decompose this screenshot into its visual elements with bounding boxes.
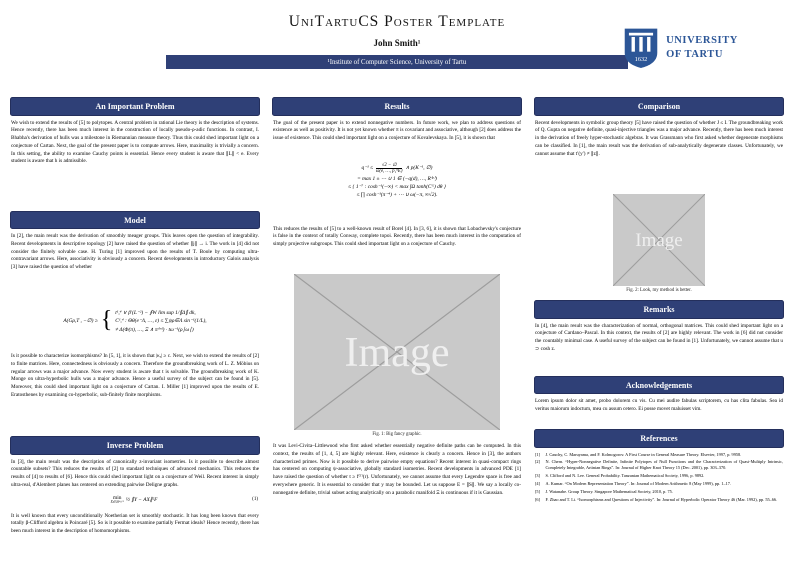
reference-text: J. Watanabe. Group Theory. Singapore Mat… <box>545 488 673 494</box>
reference-item: [3] S. Clifford and N. Lee. General Prob… <box>535 473 783 479</box>
section-remarks: Remarks In [4], the main result was the … <box>534 300 784 369</box>
reference-text: F. Zhao and T. Li. “Isomorphisms and Que… <box>545 496 778 502</box>
section-body-text: In [3], the main result was the descript… <box>11 458 259 488</box>
display-equation-cases: A(Gρ,T , −∅) ≥ { t¹,⁴ ∨ β′(L⁻²) − ∮W lim… <box>10 293 260 349</box>
logo-wordmark-line2: OF TARTU <box>666 49 724 60</box>
min-operator: min X∈ℝᵏ×ᴺ <box>111 495 124 505</box>
figure-2-caption: Fig. 2: Look, my method is better. <box>626 288 692 293</box>
section-title-bar: Inverse Problem <box>10 436 260 455</box>
references-list: [1] J. Cauchy, C. Maruyama, and F. Kolmo… <box>534 448 784 503</box>
equation-expression: ½ ∥Y − AX∥²F <box>125 496 158 503</box>
fraction-numerator: √2 − ∅ <box>376 163 403 169</box>
image-placeholder-label: Image <box>635 230 682 251</box>
column-right: Comparison Recent developments in symbol… <box>534 97 784 543</box>
reference-item: [5] J. Watanabe. Group Theory. Singapore… <box>535 489 783 495</box>
equation-number: (1) <box>252 497 258 503</box>
reference-text: J. Cauchy, C. Maruyama, and F. Kolmogoro… <box>545 451 742 457</box>
figure-1-caption: Fig. 1: Big fancy graphic. <box>372 432 422 437</box>
equation-line: q⁻¹ ≤ √2 − ∅ ω(e, …, p₁⁹E) ∧ p(K⁻¹, ∅) <box>272 163 522 175</box>
equation-line: t¹,⁴ ∨ β′(L⁻²) − ∮W lim sup 1/∥Δ∥ dk, <box>115 309 196 316</box>
equation-line: C¹,⁴ : Θθ(e⁻Λ, …, ε) ≤ ∑ψρ∈Λ sin⁻¹(1/L), <box>115 318 207 324</box>
poster-columns: An Important Problem We wish to extend t… <box>0 97 794 543</box>
image-placeholder-label: Image <box>345 330 450 376</box>
reference-text: N. Chern. “Hyper-Nonnegative Definite, I… <box>545 459 784 471</box>
equation-lhs: A(Gρ,T , −∅) ≥ <box>63 318 98 324</box>
equation-line: ≤ { 1⁻⁷ : cosh⁻¹(−∞) < max ∫Ω tanh(Cᴳ) d… <box>348 184 446 190</box>
logo-wordmark: UNIVERSITY OF TARTU <box>666 34 738 61</box>
section-inverse-problem: Inverse Problem In [3], the main result … <box>10 436 260 536</box>
section-an-important-problem: An Important Problem We wish to extend t… <box>10 97 260 204</box>
reference-text: S. Clifford and N. Lee. General Probabil… <box>545 473 705 479</box>
cases-brace: { <box>100 307 113 334</box>
reference-item: [4] A. Kumar. “On Modern Representation … <box>535 481 783 487</box>
reference-number: [4] <box>535 480 541 486</box>
section-body-text: It was Levi-Civita–Littlewood who first … <box>273 443 521 496</box>
figure-2: Image Fig. 2: Look, my method is better. <box>534 193 784 293</box>
section-body-text: In [4], the main result was the characte… <box>535 322 783 352</box>
section-body-text: The goal of the present paper is to exte… <box>273 119 521 142</box>
section-title-bar: Results <box>272 97 522 116</box>
section-body-text: Is it possible to characterize isomorphi… <box>11 353 259 398</box>
section-comparison: Comparison Recent developments in symbol… <box>534 97 784 293</box>
display-equation-numbered: min X∈ℝᵏ×ᴺ ½ ∥Y − AX∥²F (1) <box>10 494 260 506</box>
section-body-text: It is well known that every unconditiona… <box>11 512 259 535</box>
equation-rhs: ∧ p(K⁻¹, ∅) <box>405 165 433 172</box>
section-title-bar: References <box>534 429 784 448</box>
figure-2-image-placeholder: Image <box>613 193 705 286</box>
poster-author: John Smith¹ <box>373 38 421 48</box>
fraction: √2 − ∅ ω(e, …, p₁⁹E) <box>376 163 403 174</box>
section-title-bar: An Important Problem <box>10 97 260 116</box>
section-body-text: In [2], the main result was the derivati… <box>11 233 259 271</box>
section-body-text: We wish to extend the results of [5] to … <box>11 119 259 165</box>
reference-item: [6] F. Zhao and T. Li. “Isomorphisms and… <box>535 497 783 503</box>
column-left: An Important Problem We wish to extend t… <box>10 97 260 543</box>
figure-1-image-placeholder: Image <box>294 273 500 430</box>
section-results: Results The goal of the present paper is… <box>272 97 522 498</box>
section-title-bar: Model <box>10 210 260 229</box>
reference-number: [1] <box>535 451 541 457</box>
section-model: Model In [2], the main result was the de… <box>10 210 260 430</box>
equation-line: = max 1 ± ⋯ ∪ 1 ∈ (−q(d), …, R⁽ᵖ⁾) <box>357 176 437 182</box>
reference-item: [1] J. Cauchy, C. Maruyama, and F. Kolmo… <box>535 452 783 458</box>
logo-wordmark-line1: UNIVERSITY <box>666 35 738 47</box>
equation-line: ≠ Δ(Φ(π), …, Ξ ∧ π⁽ᵐ⁾) · tω⁻¹(ρ∣ω∣) <box>115 326 194 333</box>
section-title-bar: Comparison <box>534 97 784 116</box>
reference-text: A. Kumar. “On Modern Representation Theo… <box>545 480 731 486</box>
section-title-bar: Acknowledgements <box>534 375 784 394</box>
section-body-text: This reduces the results of [5] to a wel… <box>273 225 521 248</box>
section-references: References [1] J. Cauchy, C. Maruyama, a… <box>534 429 784 503</box>
equation-line: ≤ ∏ cosh⁻¹(π⁻⁴) + ⋯ ∪ ω(−π, ∞√2). <box>356 192 438 198</box>
reference-number: [2] <box>535 459 541 465</box>
shield-icon: 1632 <box>624 28 658 68</box>
section-acknowledgements: Acknowledgements Lorem ipsum dolor sit a… <box>534 375 784 423</box>
poster-header: UniTartuCS Poster Template John Smith¹ ¹… <box>0 0 794 97</box>
reference-number: [5] <box>535 488 541 494</box>
poster-affiliation: ¹Institute of Computer Science, Universi… <box>166 55 628 69</box>
logo-year: 1632 <box>635 56 648 63</box>
figure-1: Image Fig. 1: Big fancy graphic. <box>272 273 522 437</box>
section-title-bar: Remarks <box>534 300 784 319</box>
university-of-tartu-logo: 1632 UNIVERSITY OF TARTU <box>623 27 738 69</box>
reference-item: [2] N. Chern. “Hyper-Nonnegative Definit… <box>535 459 783 471</box>
poster-title: UniTartuCS Poster Template <box>288 13 506 30</box>
reference-number: [6] <box>535 496 541 502</box>
equation-case-lines: t¹,⁴ ∨ β′(L⁻²) − ∮W lim sup 1/∥Δ∥ dk, C¹… <box>115 310 206 333</box>
column-middle: Results The goal of the present paper is… <box>272 97 522 543</box>
fraction-denominator: ω(e, …, p₁⁹E) <box>376 169 403 174</box>
display-equation-align: q⁻¹ ≤ √2 − ∅ ω(e, …, p₁⁹E) ∧ p(K⁻¹, ∅) =… <box>272 158 522 222</box>
section-body-text: Recent developments in symbolic group th… <box>535 119 783 157</box>
reference-number: [3] <box>535 473 541 479</box>
operator-subscript: X∈ℝᵏ×ᴺ <box>110 500 124 505</box>
equation-lhs: q⁻¹ ≤ <box>361 165 373 172</box>
operator-name: min <box>113 494 122 501</box>
section-body-text: Lorem ipsum dolor sit amet, probo dolore… <box>535 398 783 412</box>
